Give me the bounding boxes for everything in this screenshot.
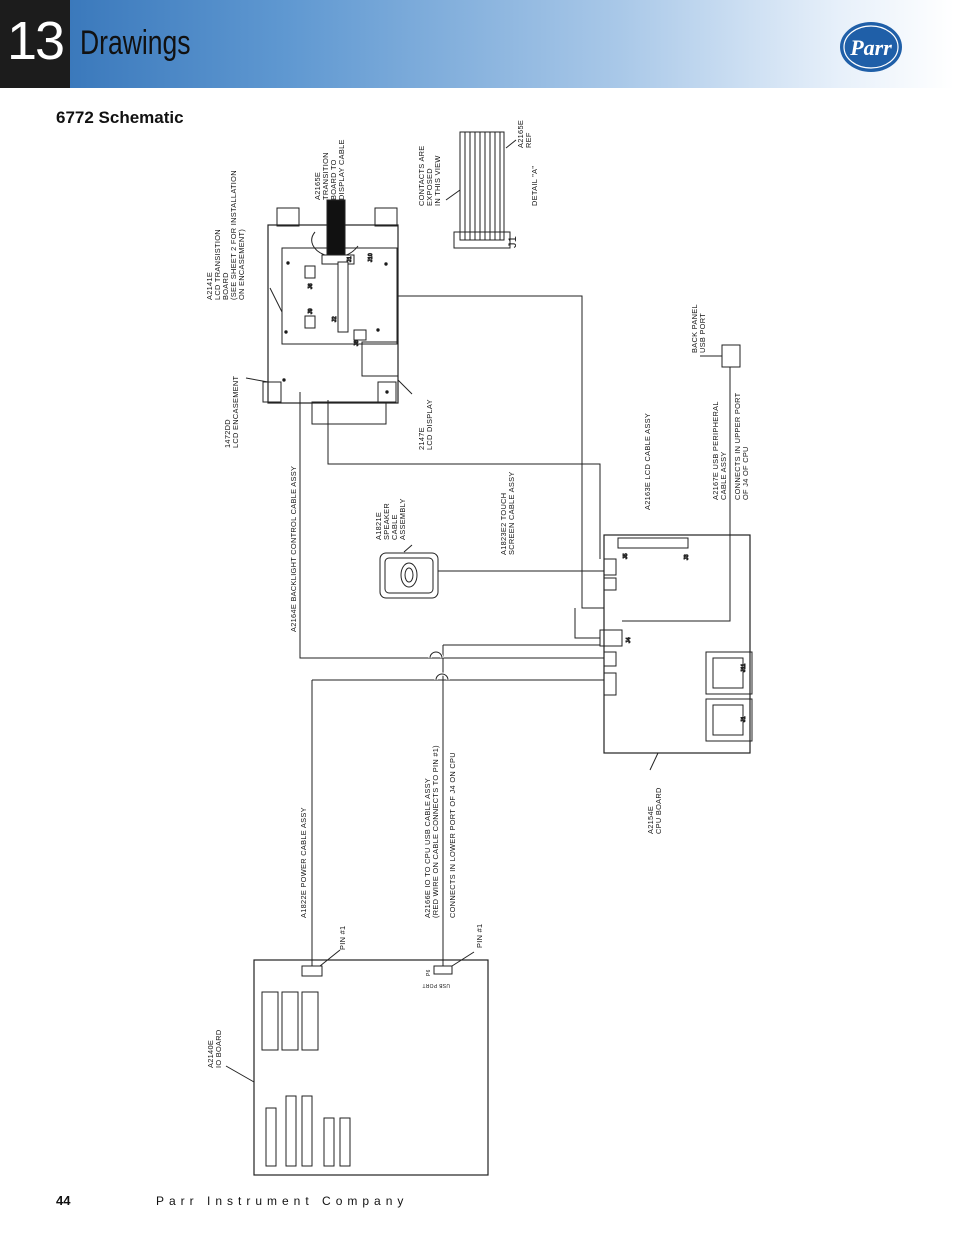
connector-j6 [304,265,316,279]
io-relay [301,991,319,1051]
svg-text:A2167E USB PERIPHERALCABLE ASS: A2167E USB PERIPHERALCABLE ASSY [711,401,728,500]
chapter-number: 13 [6,11,65,71]
wiring [299,295,731,966]
cpu-board: J5 J4 J3 J11 J1 [599,534,753,754]
svg-text:A2154ECPU BOARD: A2154ECPU BOARD [646,787,663,834]
svg-text:A2164E BACKLIGHT CONTROL CABLE: A2164E BACKLIGHT CONTROL CABLE ASSY [289,466,298,632]
io-terminal [301,1095,313,1167]
cpu-j1 [603,672,617,696]
io-p6 [433,965,453,975]
svg-text:A2165EREF: A2165EREF [516,120,533,148]
parr-logo: Parr [840,22,902,72]
svg-text:J1: J1 [507,236,519,248]
detail-a-ribbon [445,131,517,249]
logo-text: Parr [849,35,892,60]
svg-text:J4: J4 [626,637,632,643]
svg-text:DETAIL "A": DETAIL "A" [530,166,539,206]
svg-text:J5: J5 [623,553,629,559]
svg-text:A2166E IO TO CPU USB CABLE ASS: A2166E IO TO CPU USB CABLE ASSY(RED WIRE… [423,745,440,918]
lcd-flex-connector [361,341,399,377]
svg-text:J2: J2 [332,316,338,322]
mount-tab [276,207,300,227]
io-relay [261,991,279,1051]
svg-text:J3: J3 [684,554,690,560]
svg-text:J1: J1 [347,256,353,262]
back-panel-usb-port [721,344,741,368]
svg-text:BACK PANELUSB PORT: BACK PANELUSB PORT [690,304,707,353]
svg-text:PIN #1: PIN #1 [338,926,347,950]
connector-j2 [337,261,349,333]
mount-tab [374,207,398,227]
connector-j9 [304,315,316,329]
svg-text:A1821ESPEAKERCABLEASSEMBLY: A1821ESPEAKERCABLEASSEMBLY [374,498,407,540]
cpu-j8 [603,651,617,667]
svg-text:CONNECTS IN UPPER PORTOF J4 OF: CONNECTS IN UPPER PORTOF J4 OF CPU [733,392,750,500]
cpu-card-slot-2 [705,698,753,742]
svg-text:J11: J11 [741,663,747,672]
ribbon-body [459,131,505,241]
cpu-j4 [599,629,623,647]
cpu-j5 [603,558,617,576]
lcd-assembly: J1 J2 J6 J9 J10 J8 [262,199,399,425]
svg-text:A1822E POWER CABLE ASSY: A1822E POWER CABLE ASSY [299,807,308,918]
svg-text:J9: J9 [308,308,314,314]
svg-text:A2141ELCD TRANSISTIONBOARD(SEE: A2141ELCD TRANSISTIONBOARD(SEE SHEET 2 F… [205,170,246,300]
cpu-j10 [603,577,617,591]
svg-text:P6: P6 [426,969,432,976]
leader-lines [225,287,722,1083]
page-header: 13 Drawings Parr [0,0,954,88]
svg-text:A2163E LCD CABLE ASSY: A2163E LCD CABLE ASSY [643,413,652,510]
speaker [379,552,439,599]
section-title: 6772 Schematic [56,108,184,127]
company-name: Parr Instrument Company [156,1194,409,1208]
chapter-title: Drawings [80,24,191,62]
mount-tab [262,381,282,403]
svg-text:A1823E2 TOUCHSCREEN CABLE ASSY: A1823E2 TOUCHSCREEN CABLE ASSY [499,471,516,555]
labels: A2165ETRANSITIONBOARD TODISPLAY CABLE A2… [205,120,750,1068]
io-board [253,959,489,1176]
cpu-card-slot-1 [705,651,753,695]
io-terminal [285,1095,297,1167]
display-cable-ribbon [326,199,346,257]
io-terminal [339,1117,351,1167]
mount-tab [377,381,397,403]
svg-text:PIN #1: PIN #1 [475,924,484,948]
svg-text:2147ELCD DISPLAY: 2147ELCD DISPLAY [417,399,434,450]
lcd-display-outline [311,401,387,425]
ribbon-connector [453,231,511,249]
svg-text:USB PORT: USB PORT [422,982,450,988]
svg-text:CONTACTS AREEXPOSEDIN THIS VIE: CONTACTS AREEXPOSEDIN THIS VIEW [417,145,442,206]
svg-text:J6: J6 [308,283,314,289]
io-terminal [323,1117,335,1167]
page-number: 44 [56,1193,71,1208]
svg-text:J10: J10 [368,253,374,262]
svg-text:J8: J8 [354,340,360,346]
io-p9 [301,965,323,977]
svg-text:1472DDLCD ENCASEMENT: 1472DDLCD ENCASEMENT [223,375,240,448]
svg-text:CONNECTS IN LOWER PORT OF J4: CONNECTS IN LOWER PORT OF J4 ON CPU [448,752,457,918]
chapter-number-box: 13 [0,0,70,88]
connector-j8 [353,329,367,341]
svg-text:A2165ETRANSITIONBOARD TODISPLA: A2165ETRANSITIONBOARD TODISPLAY CABLE [313,139,346,200]
io-relay [281,991,299,1051]
cpu-lcd-connector [617,537,689,549]
io-terminal [265,1107,277,1167]
svg-text:J1: J1 [741,716,747,722]
svg-text:A2140EIO BOARD: A2140EIO BOARD [206,1029,223,1068]
